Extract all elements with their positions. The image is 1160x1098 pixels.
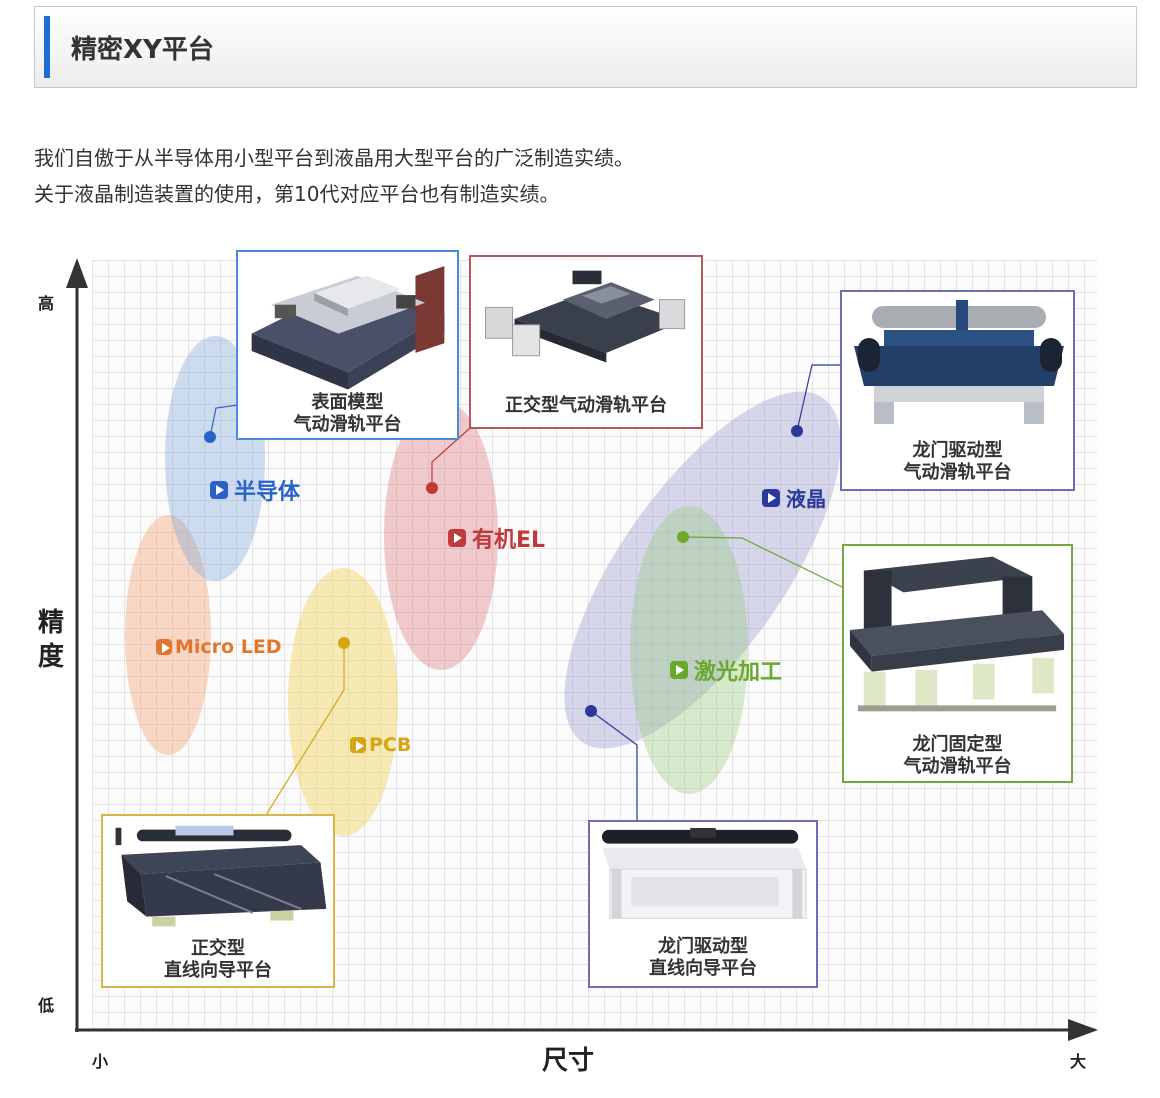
play-icon (762, 488, 780, 507)
category-lcd-label: 液晶 (786, 487, 826, 511)
category-lcd: 液晶 (762, 483, 826, 512)
caption-line-1: 正交型 (191, 938, 245, 959)
play-icon (350, 737, 366, 753)
caption-line-2: 气动滑轨平台 (903, 756, 1012, 777)
gantry-fixed-air-illustration (849, 556, 1065, 712)
leader-lcd-linear (590, 710, 638, 820)
product-gantry-fixed-air-stage: 龙门固定型 气动滑轨平台 (842, 544, 1073, 783)
y-axis-low: 低 (38, 996, 55, 1015)
product-gantry-drive-linear-caption: 龙门驱动型 直线向导平台 (590, 936, 816, 980)
x-axis-title: 尺寸 (542, 1046, 595, 1076)
category-oled-label: 有机EL (472, 528, 546, 553)
product-orthogonal-linear-caption: 正交型 直线向导平台 (103, 938, 333, 982)
caption-line-2: 气动滑轨平台 (903, 462, 1012, 483)
diagram-lines (66, 258, 1098, 1041)
leader-lcd (796, 364, 840, 432)
section-title: 精密XY平台 (71, 35, 214, 65)
x-axis-small: 小 (92, 1052, 109, 1071)
orthogonal-air-stage-illustration (485, 270, 686, 363)
category-micro-led: Micro LED (156, 636, 282, 658)
caption-line-2: 气动滑轨平台 (293, 414, 402, 435)
orthogonal-linear-illustration (115, 825, 327, 927)
y-axis-arrow (66, 258, 88, 288)
region-pcb (288, 568, 398, 836)
dot-laser (677, 531, 689, 543)
y-axis-title-1: 精 (38, 608, 65, 638)
product-surface-model-caption: 表面模型 气动滑轨平台 (238, 392, 457, 436)
caption-line-1: 龙门驱动型 (912, 440, 1003, 461)
play-icon (156, 639, 172, 655)
leader-pcb (265, 643, 345, 816)
x-axis-large: 大 (1070, 1052, 1087, 1071)
category-semiconductor: 半导体 (210, 474, 300, 506)
surface-stage-illustration (251, 266, 445, 390)
section-header: 精密XY平台 (34, 6, 1137, 88)
intro-line-2: 关于液晶制造装置的使用，第10代对应平台也有制造实绩。 (34, 182, 560, 206)
category-laser: 激光加工 (670, 654, 782, 686)
caption-line-1: 正交型气动滑轨平台 (505, 395, 667, 416)
product-orthogonal-air-stage: 正交型气动滑轨平台 (469, 255, 703, 429)
play-icon (670, 661, 688, 679)
region-oled (384, 400, 498, 670)
play-icon (210, 481, 228, 499)
caption-line-1: 龙门固定型 (912, 734, 1003, 755)
y-axis-title-2: 度 (38, 642, 65, 672)
dot-semiconductor (204, 431, 216, 443)
category-pcb: PCB (350, 734, 411, 756)
intro-line-1: 我们自傲于从半导体用小型平台到液晶用大型平台的广泛制造实绩。 (34, 146, 634, 170)
dot-lcd-linear (585, 705, 597, 717)
product-gantry-drive-linear-stage: 龙门驱动型 直线向导平台 (588, 820, 818, 988)
category-laser-label: 激光加工 (694, 660, 783, 685)
leader-laser (682, 536, 843, 588)
y-axis-high: 高 (38, 294, 55, 313)
region-micro-led (125, 515, 211, 755)
category-semiconductor-label: 半导体 (234, 480, 301, 505)
product-surface-model-air-stage: 表面模型 气动滑轨平台 (236, 250, 459, 440)
product-gantry-drive-air-caption: 龙门驱动型 气动滑轨平台 (842, 440, 1073, 484)
precision-size-diagram: 高 低 精 度 小 大 尺寸 半导体 有机EL 液晶 Micro LED PCB… (0, 240, 1160, 1098)
dot-lcd (791, 425, 803, 437)
dot-pcb (338, 637, 350, 649)
intro-text: 我们自傲于从半导体用小型平台到液晶用大型平台的广泛制造实绩。 关于液晶制造装置的… (34, 140, 634, 212)
product-orthogonal-linear-stage: 正交型 直线向导平台 (101, 814, 335, 988)
dot-oled (426, 482, 438, 494)
category-pcb-label: PCB (369, 734, 412, 756)
product-gantry-fixed-air-caption: 龙门固定型 气动滑轨平台 (844, 734, 1071, 778)
product-orthogonal-air-caption: 正交型气动滑轨平台 (471, 395, 701, 417)
category-oled: 有机EL (448, 522, 545, 554)
caption-line-1: 表面模型 (311, 392, 384, 413)
gantry-drive-linear-illustration (601, 827, 807, 919)
play-icon (448, 529, 466, 547)
caption-line-2: 直线向导平台 (164, 960, 272, 981)
x-axis-arrow (1068, 1019, 1098, 1041)
region-laser (630, 506, 748, 794)
product-gantry-drive-air-stage: 龙门驱动型 气动滑轨平台 (840, 290, 1075, 491)
gantry-drive-air-illustration (854, 300, 1064, 424)
leader-semiconductor (209, 404, 239, 438)
category-micro-led-label: Micro LED (175, 636, 282, 658)
caption-line-2: 直线向导平台 (649, 958, 757, 979)
caption-line-1: 龙门驱动型 (658, 936, 748, 957)
header-accent-bar (44, 16, 50, 78)
